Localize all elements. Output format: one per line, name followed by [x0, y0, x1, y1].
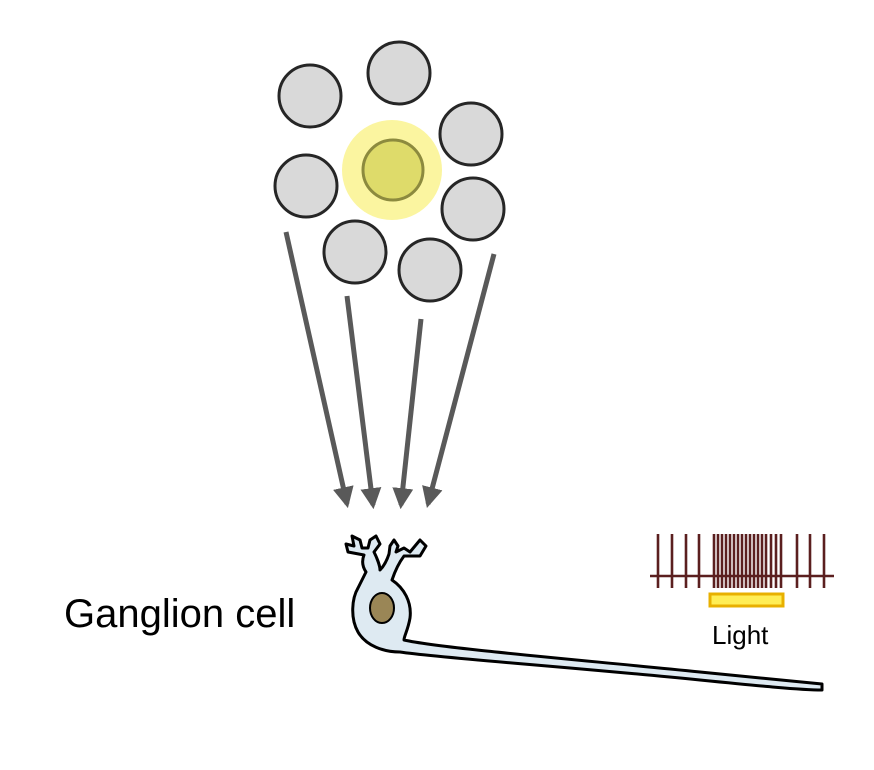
- arrow-4: [422, 253, 497, 509]
- ganglion-soma-outline: [344, 534, 824, 692]
- photoreceptor-right: [440, 176, 506, 242]
- ganglion-cell: [344, 534, 824, 692]
- photoreceptor-top-left: [277, 63, 343, 129]
- light-stimulus-bar: [708, 592, 785, 608]
- convergence-arrows: [283, 231, 497, 510]
- photoreceptor-stimulated-center: [361, 138, 425, 202]
- spike-train: [650, 534, 834, 588]
- ganglion-nucleus: [369, 592, 395, 624]
- light-label: Light: [712, 620, 769, 650]
- photoreceptor-upper-right: [438, 101, 504, 167]
- ganglion-cell-label: Ganglion cell: [64, 592, 295, 636]
- photoreceptor-left: [273, 153, 339, 219]
- photoreceptor-top: [366, 40, 432, 106]
- arrow-2: [344, 295, 382, 510]
- arrow-1: [283, 231, 354, 509]
- photoreceptor-cluster: [273, 40, 506, 303]
- photoreceptor-bottom-left: [322, 219, 388, 285]
- photoreceptor-bottom-right: [397, 237, 463, 303]
- arrow-3: [392, 318, 424, 510]
